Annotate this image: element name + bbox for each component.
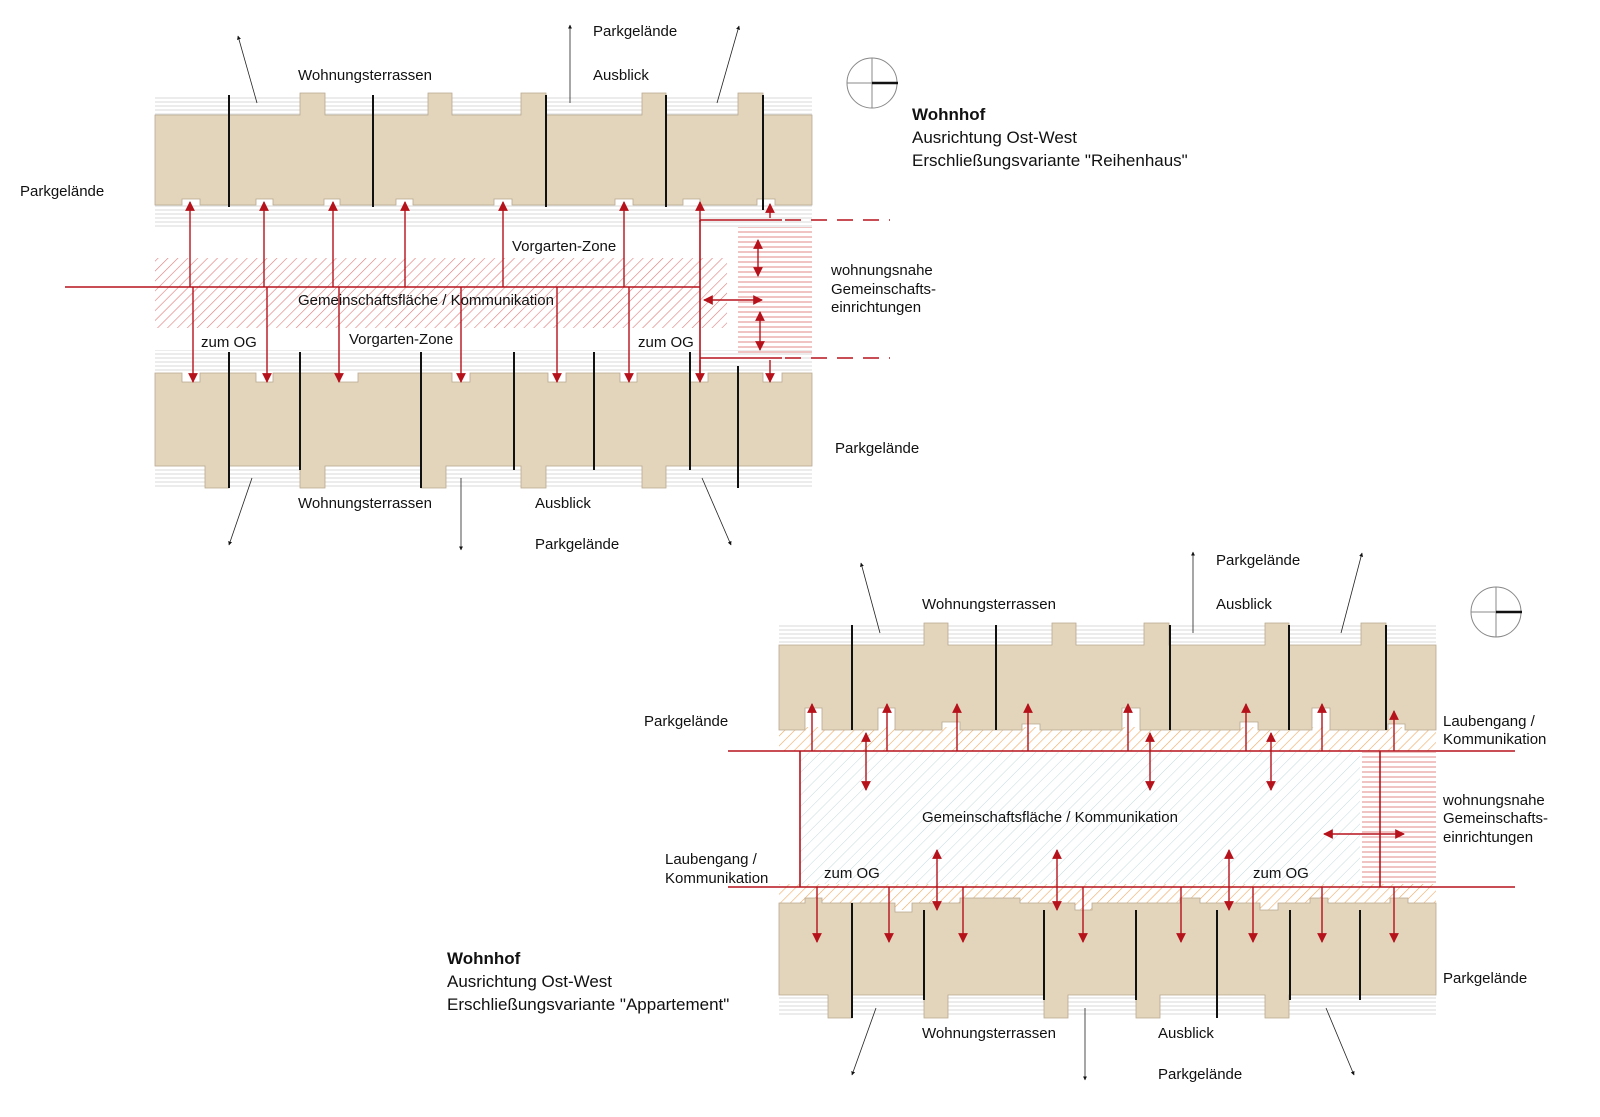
plan1-label-front-garden-bottom: Vorgarten-Zone (349, 331, 453, 348)
plan2-label-view-bottom: Ausblick (1158, 1025, 1214, 1042)
plan1-arrows-down (188, 287, 775, 383)
plan1-label-terrace-bottom: Wohnungsterrassen (298, 495, 432, 512)
plan2-subtitle-orientation: Ausrichtung Ost-West (447, 972, 613, 991)
plan1-facilities-zone (738, 227, 812, 353)
plan1-band-bottom (155, 465, 812, 487)
plan1-label-facilities-1: wohnungsnahe (830, 262, 933, 279)
plan1-walls-top (228, 95, 764, 210)
plan2-walls-bottom (851, 903, 1361, 1018)
plan1-label-facilities-2: Gemeinschafts- (831, 281, 936, 298)
plan2-facilities-zone (1362, 752, 1436, 884)
plan2: Wohnungsterrassen Parkgelände Ausblick P… (644, 551, 1548, 1083)
plan2-label-view-top: Ausblick (1216, 596, 1272, 613)
plan1-community-hatch (155, 258, 727, 328)
plan2-arrows-community (861, 732, 1405, 911)
plan2-arrows-down (812, 887, 1399, 943)
plan2-gallery-top (779, 727, 1436, 751)
plan1-label-og-left: zum OG (201, 334, 257, 351)
plan2-walls-top (851, 625, 1387, 730)
plan2-label-facilities-2: Gemeinschafts- (1443, 810, 1548, 827)
plan2-label-facilities-3: einrichtungen (1443, 829, 1533, 846)
plan2-building-row-bottom (778, 897, 1437, 1019)
plan2-label-facilities-1: wohnungsnahe (1442, 792, 1545, 809)
plan1-label-park-right: Parkgelände (835, 440, 919, 457)
plan1-walls-bottom (228, 352, 739, 488)
plan2-arrows-up (807, 703, 1399, 751)
plan2-label-park-right: Parkgelände (1443, 970, 1527, 987)
plan2-label-og-left: zum OG (824, 865, 880, 882)
plan1-label-front-garden-top: Vorgarten-Zone (512, 238, 616, 255)
plan1-facility-arrows (703, 239, 765, 351)
plan1-label-park-left: Parkgelände (20, 183, 104, 200)
plan1-band-top (155, 95, 812, 115)
plan1-label-view-top: Ausblick (593, 67, 649, 84)
plan1-label-view-bottom: Ausblick (535, 495, 591, 512)
plan2-north-arrow-icon (1470, 586, 1522, 638)
plan1-view-arrows (228, 24, 740, 551)
plan2-label-gallery-right-2: Kommunikation (1443, 731, 1546, 748)
plan2-label-og-right: zum OG (1253, 865, 1309, 882)
plan2-label-gallery-left-1: Laubengang / (665, 851, 758, 868)
plan2-title: Wohnhof (447, 949, 521, 968)
plan1-arrows-up (185, 201, 775, 287)
plan2-label-gallery-right-1: Laubengang / (1443, 713, 1536, 730)
plan2-label-park-bottom: Parkgelände (1158, 1066, 1242, 1083)
plan2-access-lines (728, 750, 1515, 888)
plan1-label-og-right: zum OG (638, 334, 694, 351)
plan1-label-park-bottom: Parkgelände (535, 536, 619, 553)
plan2-building-row-top (778, 622, 1437, 731)
plan2-band-top (779, 623, 1436, 645)
plan1: Wohnungsterrassen Parkgelände Ausblick P… (20, 23, 936, 553)
plan2-label-terrace-bottom: Wohnungsterrassen (922, 1025, 1056, 1042)
plan1-band-mid-top (155, 205, 812, 227)
plan2-title-block: Wohnhof Ausrichtung Ost-West Erschließun… (447, 947, 729, 1016)
plan2-band-bottom (779, 995, 1436, 1017)
plan2-label-gallery-left-2: Kommunikation (665, 870, 768, 887)
plan1-title-block: Wohnhof Ausrichtung Ost-West Erschließun… (912, 103, 1188, 172)
plan1-label-community: Gemeinschaftsfläche / Kommunikation (298, 292, 554, 309)
plan1-access-lines (65, 219, 890, 380)
plan2-label-park-top: Parkgelände (1216, 552, 1300, 569)
plan1-band-mid-bottom (155, 350, 812, 372)
plan1-label-park-top: Parkgelände (593, 23, 677, 40)
plan1-north-arrow-icon (846, 57, 898, 109)
plan1-label-facilities-3: einrichtungen (831, 299, 921, 316)
plan2-label-community: Gemeinschaftsfläche / Kommunikation (922, 809, 1178, 826)
plan1-title: Wohnhof (912, 105, 986, 124)
plan1-subtitle-orientation: Ausrichtung Ost-West (912, 128, 1078, 147)
plan1-label-terrace-top: Wohnungsterrassen (298, 67, 432, 84)
plan1-building-row-top (154, 92, 813, 206)
plan1-subtitle-variant: Erschließungsvariante "Reihenhaus" (912, 151, 1188, 170)
plan2-subtitle-variant: Erschließungsvariante "Appartement" (447, 995, 730, 1014)
plan2-label-park-left: Parkgelände (644, 713, 728, 730)
plan2-label-terrace-top: Wohnungsterrassen (922, 596, 1056, 613)
plan2-view-arrows (851, 551, 1364, 1081)
